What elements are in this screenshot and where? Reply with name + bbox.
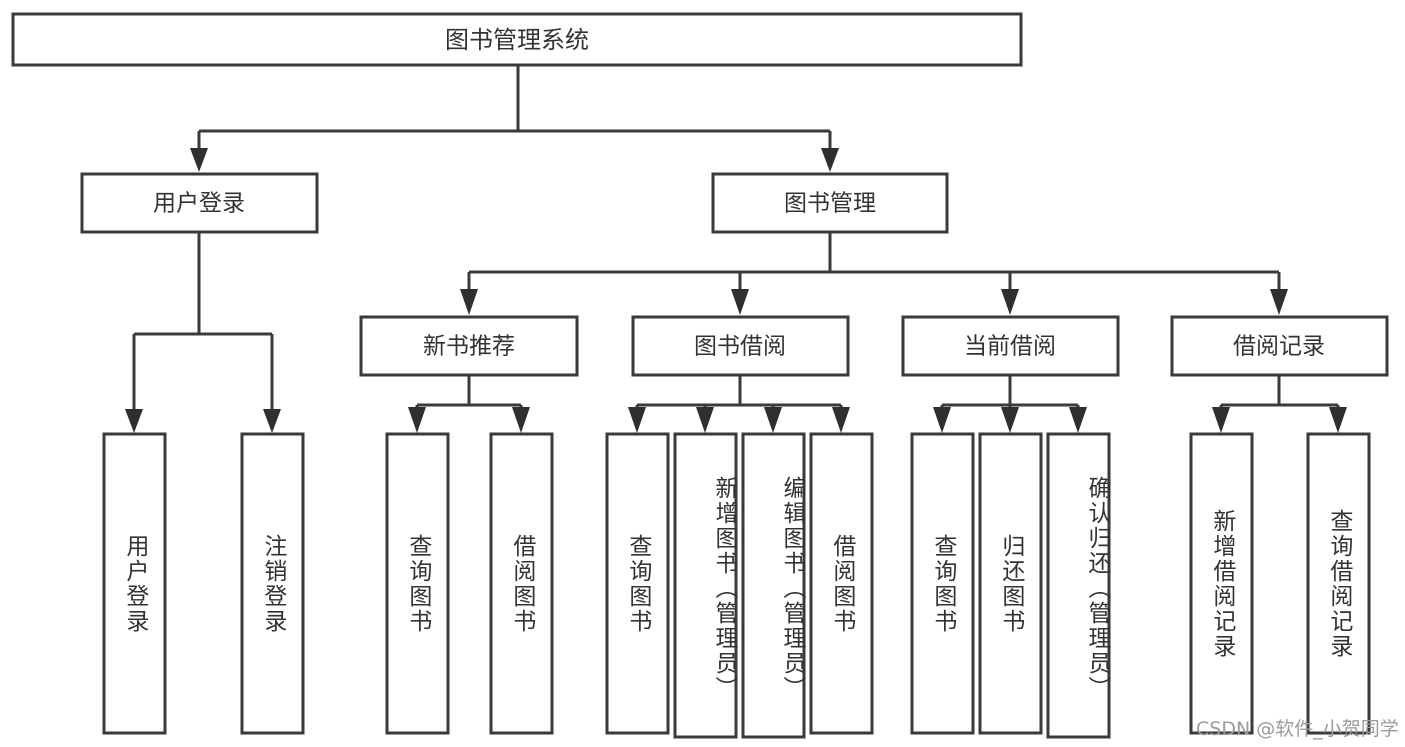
node-book-manage-label: 图书管理 <box>784 191 876 217</box>
node-new-book-recommend-label: 新书推荐 <box>423 334 515 360</box>
node-leaf-borrow-book-1-box[interactable] <box>489 432 554 735</box>
node-leaf-borrow-book-2-box[interactable] <box>809 432 874 735</box>
node-borrow-record-box[interactable] <box>1170 315 1389 377</box>
arrow-head-leaf-query-book-2 <box>628 407 646 433</box>
node-user-login[interactable]: 用户登录 <box>80 172 319 234</box>
node-new-book-recommend-box[interactable] <box>359 315 579 377</box>
node-leaf-query-book-3-box[interactable] <box>910 432 975 735</box>
arrow-head-leaf-borrow-book-1 <box>512 407 530 433</box>
connector-group-current-borrow <box>933 375 1087 433</box>
arrow-head-leaf-query-book-1 <box>408 407 426 433</box>
node-leaf-logout-box[interactable] <box>240 432 305 735</box>
node-leaf-return-book[interactable] <box>978 432 1043 735</box>
node-leaf-return-book-box[interactable] <box>978 432 1043 735</box>
arrow-head-leaf-add-book <box>696 407 714 433</box>
connector-group-borrow-record <box>1212 375 1347 433</box>
node-leaf-add-book-box[interactable] <box>673 432 738 739</box>
arrow-head-new-book-recommend <box>460 289 478 315</box>
connector-group-book-manage <box>460 232 1288 315</box>
connector-group-book-borrow <box>628 375 850 433</box>
node-leaf-add-record-box[interactable] <box>1189 432 1254 735</box>
arrow-head-leaf-edit-book <box>764 407 782 433</box>
node-leaf-query-record[interactable] <box>1306 432 1371 735</box>
arrow-head-leaf-add-record <box>1212 407 1230 433</box>
node-leaf-borrow-book-2[interactable] <box>809 432 874 735</box>
node-leaf-user-login[interactable] <box>102 432 167 735</box>
node-current-borrow-box[interactable] <box>901 315 1120 377</box>
node-leaf-confirm-return[interactable] <box>1046 432 1111 739</box>
arrow-head-book-manage <box>821 148 839 172</box>
node-user-login-label: 用户登录 <box>153 191 245 217</box>
arrow-head-leaf-query-book-3 <box>933 407 951 433</box>
node-leaf-query-book-1-box[interactable] <box>385 432 450 735</box>
arrow-head-current-borrow <box>1001 289 1019 315</box>
node-leaf-add-book[interactable] <box>673 432 738 739</box>
node-leaf-logout[interactable] <box>240 432 305 735</box>
node-leaf-borrow-book-1[interactable] <box>489 432 554 735</box>
node-leaf-query-book-3[interactable] <box>910 432 975 735</box>
node-current-borrow-label: 当前借阅 <box>964 334 1056 360</box>
node-book-manage-box[interactable] <box>711 172 949 234</box>
connector-group-user-login <box>125 232 281 433</box>
node-leaf-query-record-box[interactable] <box>1306 432 1371 735</box>
node-leaf-edit-book-box[interactable] <box>741 432 806 739</box>
arrow-head-leaf-user-login <box>125 409 143 433</box>
arrow-head-borrow-record <box>1270 289 1288 315</box>
node-root-box[interactable] <box>11 12 1023 67</box>
node-leaf-user-login-box[interactable] <box>102 432 167 735</box>
connector-group-root <box>190 65 839 172</box>
csdn-watermark: CSDN @软件_小贺同学 <box>1196 718 1399 740</box>
node-current-borrow[interactable]: 当前借阅 <box>901 315 1120 377</box>
node-book-borrow-label: 图书借阅 <box>694 334 786 360</box>
node-leaf-confirm-return-box[interactable] <box>1046 432 1111 739</box>
arrow-head-leaf-borrow-book-2 <box>832 407 850 433</box>
arrow-head-leaf-confirm-return <box>1069 407 1087 433</box>
node-root[interactable]: 图书管理系统 <box>11 12 1023 67</box>
connector-group-new-book-recommend <box>408 375 530 433</box>
arrow-head-leaf-return-book <box>1001 407 1019 433</box>
node-book-manage[interactable]: 图书管理 <box>711 172 949 234</box>
arrow-head-user-login <box>190 148 208 172</box>
node-leaf-add-record[interactable] <box>1189 432 1254 735</box>
arrow-head-leaf-query-record <box>1329 407 1347 433</box>
node-borrow-record[interactable]: 借阅记录 <box>1170 315 1389 377</box>
node-leaf-query-book-1[interactable] <box>385 432 450 735</box>
node-root-label: 图书管理系统 <box>445 26 589 54</box>
arrow-head-book-borrow <box>731 289 749 315</box>
node-new-book-recommend[interactable]: 新书推荐 <box>359 315 579 377</box>
node-leaf-edit-book[interactable] <box>741 432 806 739</box>
node-borrow-record-label: 借阅记录 <box>1233 334 1325 360</box>
node-book-borrow-box[interactable] <box>631 315 850 377</box>
node-leaf-query-book-2[interactable] <box>605 432 670 735</box>
node-leaf-query-book-2-box[interactable] <box>605 432 670 735</box>
node-user-login-box[interactable] <box>80 172 319 234</box>
node-book-borrow[interactable]: 图书借阅 <box>631 315 850 377</box>
arrow-head-leaf-logout <box>263 409 281 433</box>
